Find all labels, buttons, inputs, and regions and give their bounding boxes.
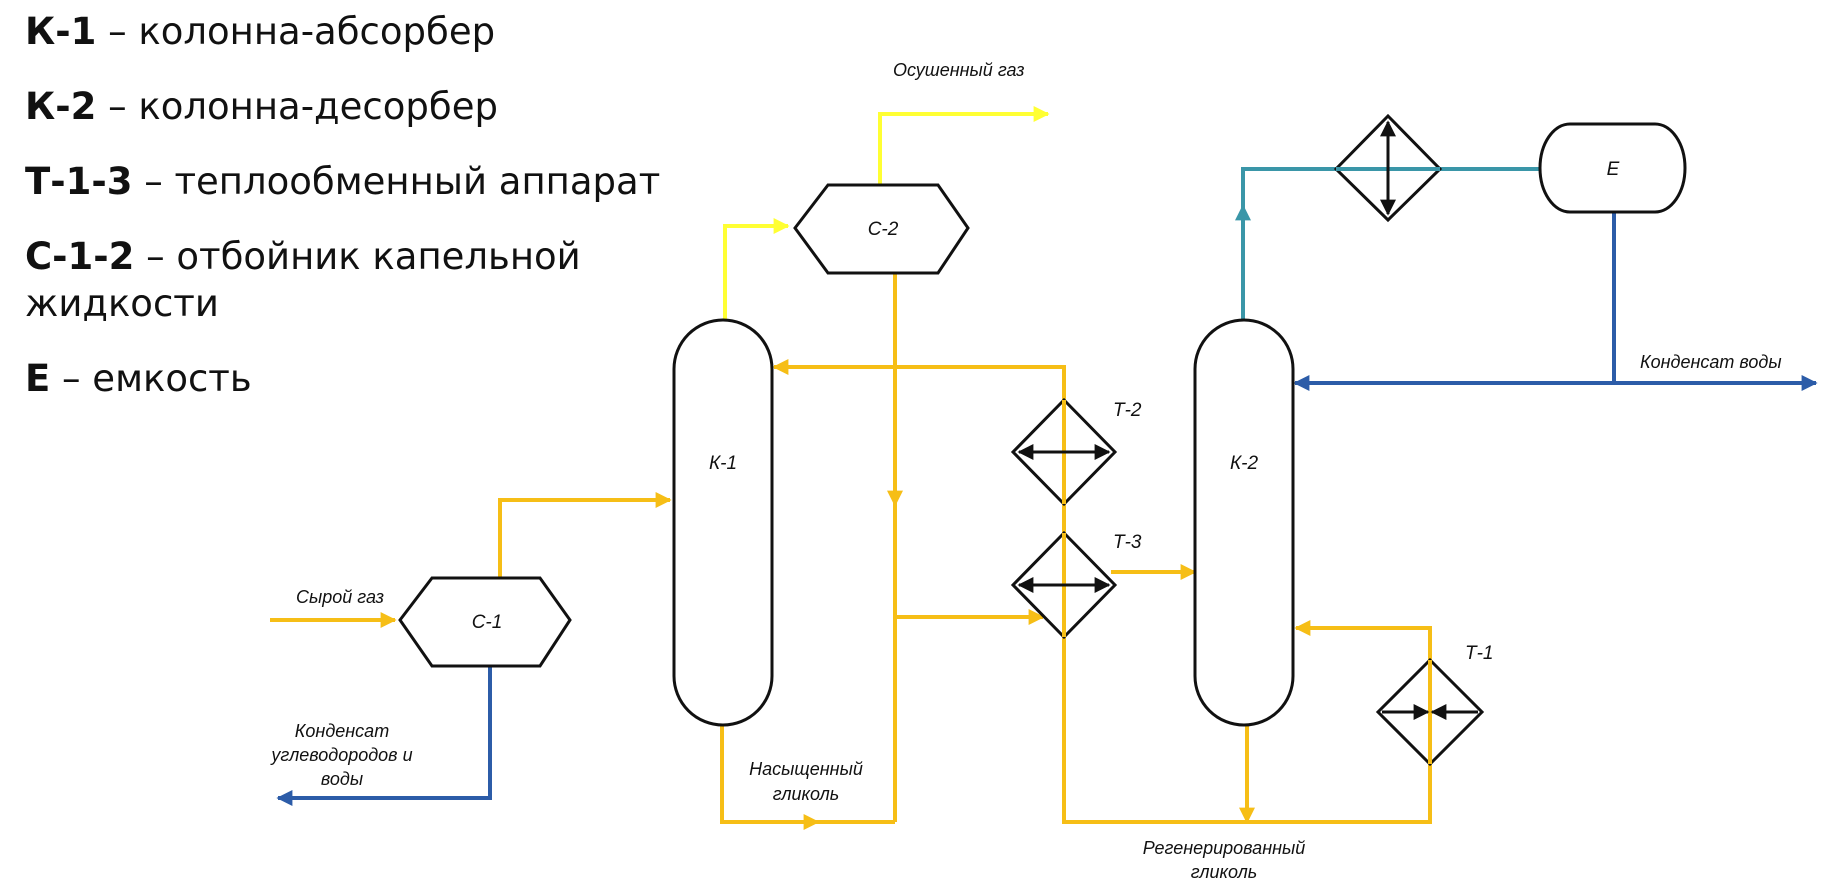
k1-label: К-1 — [709, 453, 737, 474]
legend-code: К-2 — [25, 85, 97, 128]
c2-separator — [793, 183, 970, 275]
c2-label: С-2 — [868, 219, 899, 240]
regenerated-glycol-label-1: Регенерированный — [1143, 838, 1306, 858]
c1-label: С-1 — [472, 612, 503, 633]
legend-text: – емкость — [50, 357, 252, 400]
saturated-glycol-line — [720, 725, 820, 830]
e-label: Е — [1607, 159, 1620, 180]
legend: К-1 – колонна-абсорбер К-2 – колонна-дес… — [25, 8, 665, 430]
water-condensate-label: Конденсат воды — [1640, 352, 1782, 372]
legend-text: – теплообменный аппарат — [132, 160, 661, 203]
k2-column — [1193, 318, 1295, 727]
legend-code: Е — [25, 357, 51, 400]
saturated-glycol-label-1: Насыщенный — [749, 759, 863, 779]
regenerated-glycol-label-2: гликоль — [1191, 862, 1258, 882]
legend-item-c12: С-1-2 – отбойник капельной жидкости — [25, 233, 665, 327]
legend-text: – колонна-десорбер — [96, 85, 498, 128]
legend-item-k1: К-1 – колонна-абсорбер — [25, 8, 665, 55]
k1-column — [672, 318, 774, 727]
c1-to-k1-line — [498, 492, 672, 578]
t1-label: Т-1 — [1465, 643, 1494, 664]
hc-condensate-label-3: воды — [321, 769, 363, 789]
k2-label: К-2 — [1230, 453, 1259, 474]
gas-line-k1-to-c2 — [723, 218, 790, 320]
legend-code: К-1 — [25, 10, 97, 53]
e-vessel — [1538, 122, 1687, 214]
legend-text: – колонна-абсорбер — [96, 10, 496, 53]
legend-item-e: Е – емкость — [25, 355, 665, 402]
hc-condensate-label-1: Конденсат — [295, 721, 389, 741]
c1-separator — [398, 576, 572, 668]
t2-label: Т-2 — [1113, 400, 1142, 421]
legend-item-k2: К-2 – колонна-десорбер — [25, 83, 665, 130]
regenerated-glycol-loop-line — [1062, 365, 1432, 824]
hc-condensate-label-2: углеводородов и — [269, 745, 412, 765]
hc-condensate-line — [276, 666, 492, 806]
t3-label: Т-3 — [1113, 532, 1142, 553]
gas-line-dry-gas-out — [878, 106, 1050, 185]
dry-gas-label: Осушенный газ — [893, 60, 1024, 80]
legend-item-t13: Т-1-3 – теплообменный аппарат — [25, 158, 665, 205]
legend-text: – отбойник капельной жидкости — [25, 235, 581, 325]
raw-gas-label: Сырой газ — [296, 587, 384, 607]
legend-code: Т-1-3 — [25, 160, 133, 203]
saturated-glycol-label-2: гликоль — [773, 784, 840, 804]
legend-code: С-1-2 — [25, 235, 135, 278]
